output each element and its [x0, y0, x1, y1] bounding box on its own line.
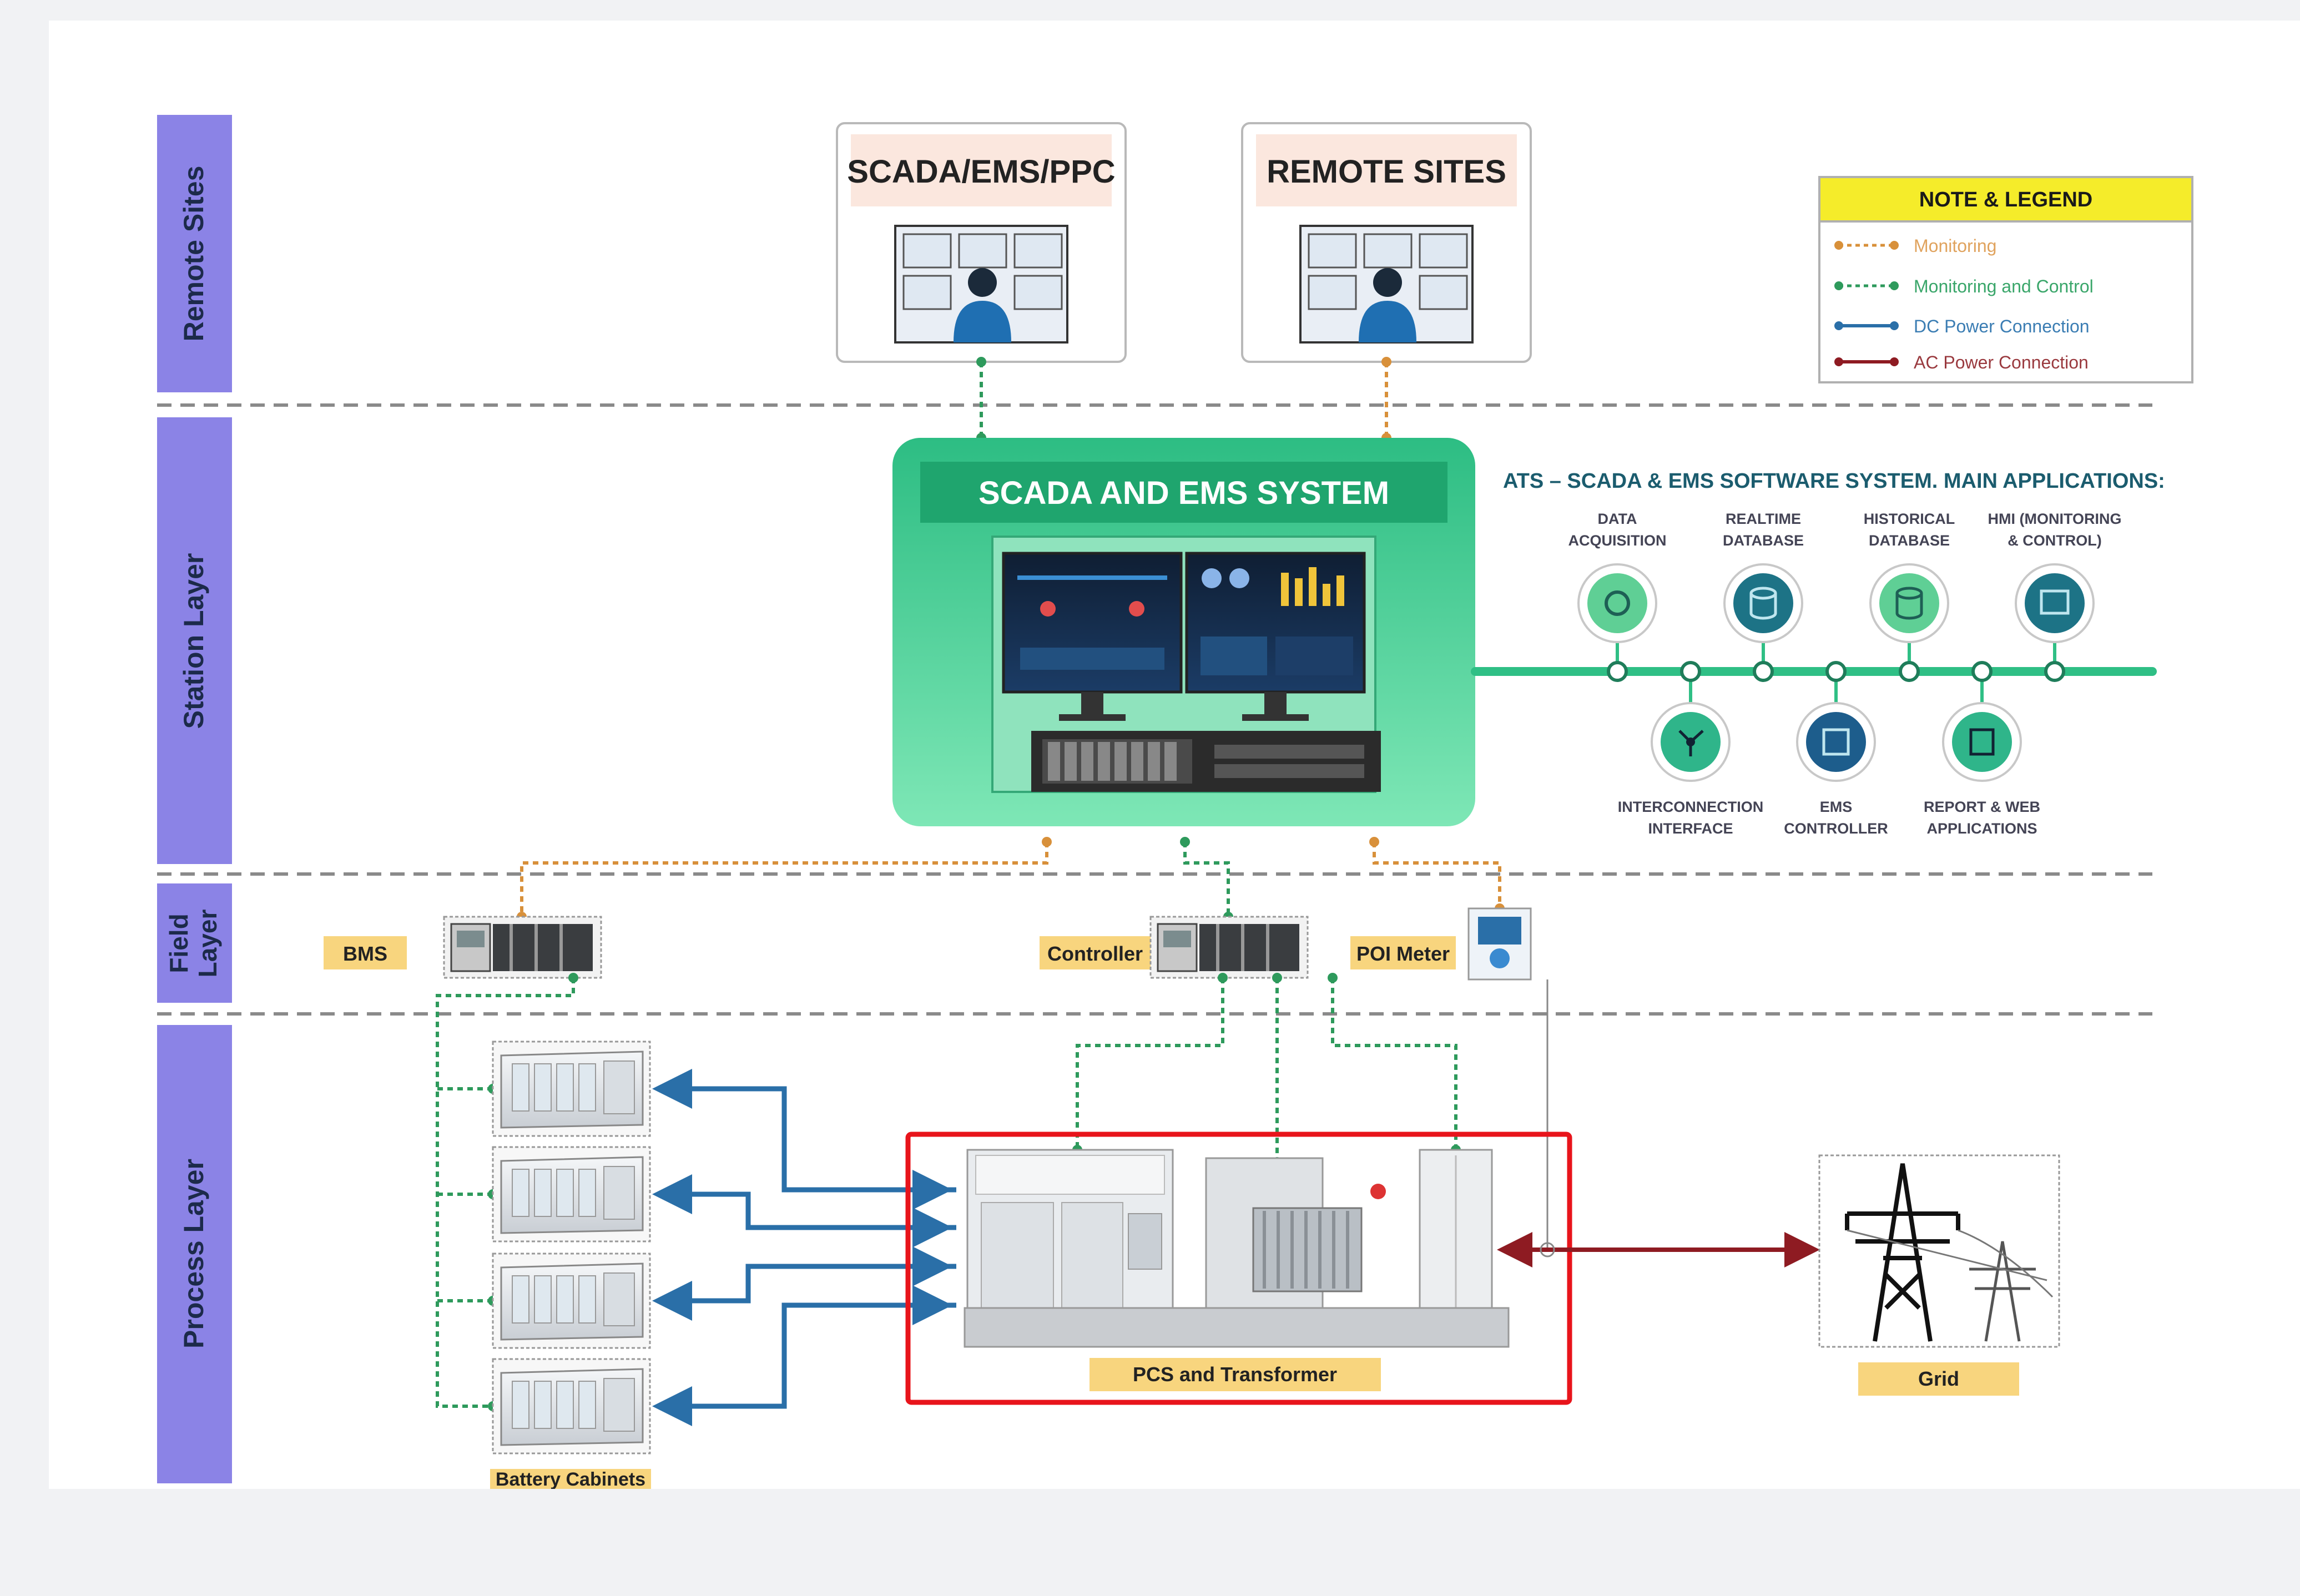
layer-band-process	[157, 1025, 232, 1483]
battery-cabinet	[492, 1358, 651, 1454]
hmi-icon	[2015, 563, 2095, 682]
data-acquisition-icon	[1577, 563, 1657, 682]
pcs-transformer-group: PCS and Transformer	[905, 1132, 1572, 1405]
battery-cabinet	[492, 1041, 651, 1137]
legend-item-monitoring: Monitoring	[1834, 236, 1996, 256]
diagram-frame: Remote Sites Station Layer Field Layer P…	[49, 21, 2300, 1489]
connector-bms-batteries	[436, 978, 575, 1408]
ems-controller-icon	[1796, 661, 1876, 782]
realtime-database-icon	[1723, 563, 1803, 682]
transmission-tower-icon	[1845, 1163, 1960, 1342]
operator-workstation-icon	[894, 225, 1068, 344]
legend-item-ac: AC Power Connection	[1834, 352, 2089, 372]
layer-band-remote	[157, 115, 232, 392]
scada-ems-ppc-box: SCADA/EMS/PPC	[836, 122, 1127, 363]
app-label-realtime-2: DATABASE	[1723, 532, 1804, 549]
applications-heading: ATS – SCADA & EMS SOFTWARE SYSTEM. MAIN …	[1503, 469, 2165, 493]
scada-monitor-left-icon	[1002, 552, 1183, 721]
historical-database-icon	[1869, 563, 1949, 682]
dc-line-cabinet-1	[652, 1069, 956, 1193]
layer-label-process: Process Layer	[178, 1159, 209, 1348]
remote-sites-title: REMOTE SITES	[1267, 154, 1506, 190]
report-web-icon	[1942, 661, 2022, 782]
pcs-transformer-label: PCS and Transformer	[1133, 1363, 1337, 1386]
layer-separators	[157, 403, 2152, 1016]
app-label-realtime-1: REALTIME	[1726, 511, 1801, 527]
legend-item-monitoring-control: Monitoring and Control	[1834, 276, 2094, 296]
remote-connectors	[976, 357, 1391, 443]
app-label-historical-2: DATABASE	[1869, 532, 1950, 549]
battery-cabinet	[492, 1146, 651, 1243]
scada-ems-system-title: SCADA AND EMS SYSTEM	[978, 475, 1389, 511]
grid-group: Grid	[1818, 1154, 2060, 1396]
connector-controller-switchgear	[1331, 978, 1457, 1150]
dc-connections	[652, 1069, 956, 1426]
app-label-data-acquisition-1: DATA	[1598, 511, 1637, 527]
dc-line-cabinet-3	[652, 1264, 956, 1321]
architecture-diagram: Remote Sites Station Layer Field Layer P…	[157, 115, 2193, 1489]
layer-label-remote: Remote Sites	[178, 166, 209, 342]
app-label-interconnection-1: INTERCONNECTION	[1618, 799, 1764, 815]
interconnection-icon	[1651, 661, 1731, 782]
app-label-ems-1: EMS	[1820, 799, 1853, 815]
battery-cabinets: Battery Cabinets	[490, 1041, 651, 1489]
battery-cabinets-label: Battery Cabinets	[496, 1469, 645, 1489]
field-process-connectors	[436, 978, 1457, 1408]
app-label-report-1: REPORT & WEB	[1924, 799, 2040, 815]
scada-ems-system: SCADA AND EMS SYSTEM	[892, 438, 1475, 826]
app-label-historical-1: HISTORICAL	[1864, 511, 1955, 527]
switchgear-icon	[1419, 1149, 1493, 1317]
legend-box: NOTE & LEGEND Monitoring Monitoring and …	[1818, 176, 2193, 383]
pcs-highlight-box	[905, 1132, 1572, 1405]
app-label-data-acquisition-2: ACQUISITION	[1568, 532, 1666, 549]
connector-scada-bms	[520, 842, 1048, 917]
connector-scada-poi	[1373, 842, 1501, 908]
grid-label: Grid	[1918, 1367, 1959, 1390]
server-rack-icon	[1031, 731, 1381, 792]
controller-label: Controller	[1047, 942, 1143, 965]
dc-line-cabinet-4	[652, 1302, 956, 1426]
app-label-interconnection-2: INTERFACE	[1648, 820, 1733, 837]
app-label-report-2: APPLICATIONS	[1926, 820, 2037, 837]
poi-meter-device: POI Meter	[1350, 907, 1532, 981]
legend-title: NOTE & LEGEND	[1919, 188, 2092, 211]
bms-label: BMS	[343, 942, 387, 965]
connector-scada-controller	[1183, 842, 1230, 917]
layer-label-field-line2: Layer	[193, 910, 222, 978]
scada-ems-ppc-title: SCADA/EMS/PPC	[847, 154, 1115, 190]
poi-meter-label: POI Meter	[1356, 942, 1450, 965]
bms-device: BMS	[324, 916, 602, 979]
connector-controller-pcs	[1076, 978, 1224, 1150]
remote-sites-box: REMOTE SITES	[1241, 122, 1532, 363]
applications-panel: ATS – SCADA & EMS SOFTWARE SYSTEM. MAIN …	[1471, 469, 2165, 837]
legend-label-monitoring-control: Monitoring and Control	[1914, 276, 2094, 296]
app-label-hmi-2: & CONTROL)	[2008, 532, 2101, 549]
legend-label-ac: AC Power Connection	[1914, 352, 2089, 372]
station-field-connectors	[520, 842, 1501, 917]
transformer-icon	[1205, 1157, 1386, 1309]
layer-band-station	[157, 417, 232, 864]
app-label-ems-2: CONTROLLER	[1784, 820, 1888, 837]
battery-cabinet	[492, 1252, 651, 1349]
operator-workstation-icon	[1299, 225, 1474, 344]
app-label-hmi-1: HMI (MONITORING	[1988, 511, 2122, 527]
layer-band-field	[157, 883, 232, 1003]
layer-label-station: Station Layer	[178, 553, 209, 729]
legend-label-monitoring: Monitoring	[1914, 236, 1996, 256]
pcs-unit-icon	[966, 1149, 1174, 1317]
legend-item-dc: DC Power Connection	[1834, 316, 2090, 336]
scada-monitor-right-icon	[1185, 552, 1366, 721]
layer-bands: Remote Sites Station Layer Field Layer P…	[157, 115, 232, 1483]
legend-label-dc: DC Power Connection	[1914, 316, 2090, 336]
layer-label-field-line1: Field	[164, 913, 193, 973]
dc-line-cabinet-2	[652, 1174, 956, 1230]
controller-device: Controller	[1040, 916, 1309, 979]
